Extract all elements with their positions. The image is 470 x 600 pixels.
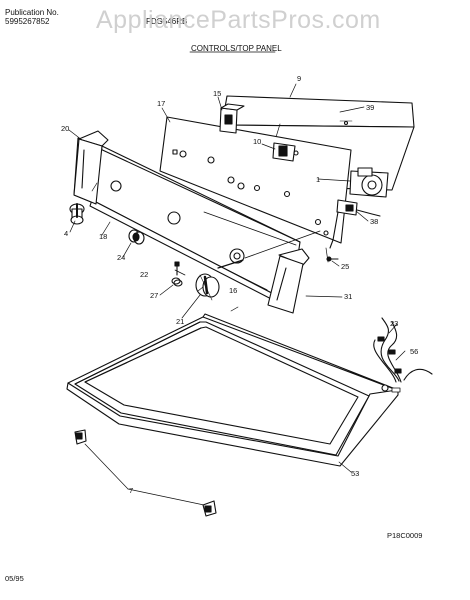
callout-10: 10 <box>253 137 261 146</box>
screw-25 <box>325 247 339 263</box>
callout-53: 53 <box>351 469 359 478</box>
figure-code: P18C0009 <box>387 531 422 540</box>
callout-24: 24 <box>117 253 125 262</box>
callout-39: 39 <box>366 103 374 112</box>
timer-module <box>349 167 389 198</box>
callout-7: 7 <box>129 486 133 495</box>
end-cap-left <box>73 130 109 205</box>
callout-38: 38 <box>370 217 378 226</box>
section-title: CONTROLS/TOP PANEL <box>191 44 282 53</box>
end-cap-right <box>267 248 310 314</box>
clip-7-lower <box>202 500 217 517</box>
footer-date: 05/95 <box>5 574 24 583</box>
spring-27 <box>171 277 183 287</box>
callout-1: 1 <box>316 175 320 184</box>
clip-22 <box>174 261 180 276</box>
callout-22: 22 <box>140 270 148 279</box>
wire-harness <box>373 317 433 392</box>
knob-4 <box>69 203 85 225</box>
callout-25: 25 <box>341 262 349 271</box>
publication-number: 5995267852 <box>5 17 50 26</box>
callout-21: 21 <box>176 317 184 326</box>
leader-lines <box>68 83 406 506</box>
knob-21 <box>195 273 220 301</box>
knob-shaft <box>217 259 244 269</box>
bracket-38 <box>329 199 381 249</box>
callout-31: 31 <box>344 292 352 301</box>
switch-10 <box>272 142 299 162</box>
callout-20: 20 <box>61 124 69 133</box>
callout-27: 27 <box>150 291 158 300</box>
switch-15 <box>219 103 245 134</box>
publication-label: Publication No. <box>5 8 59 17</box>
callout-56: 56 <box>410 347 418 356</box>
callout-4: 4 <box>64 229 68 238</box>
knob-24 <box>128 229 145 245</box>
callout-17: 17 <box>157 99 165 108</box>
callout-23: 23 <box>390 319 398 328</box>
callout-15: 15 <box>213 89 221 98</box>
callout-9: 9 <box>297 74 301 83</box>
watermark: AppliancePartsPros.com <box>96 6 381 34</box>
callout-16: 16 <box>229 286 237 295</box>
model-number: FDG546RB <box>146 17 188 26</box>
control-panel-backplate <box>159 116 352 244</box>
callout-18: 18 <box>99 232 107 241</box>
top-panel <box>66 313 401 467</box>
shaft-guide <box>244 230 321 259</box>
clip-7-upper <box>74 429 87 445</box>
